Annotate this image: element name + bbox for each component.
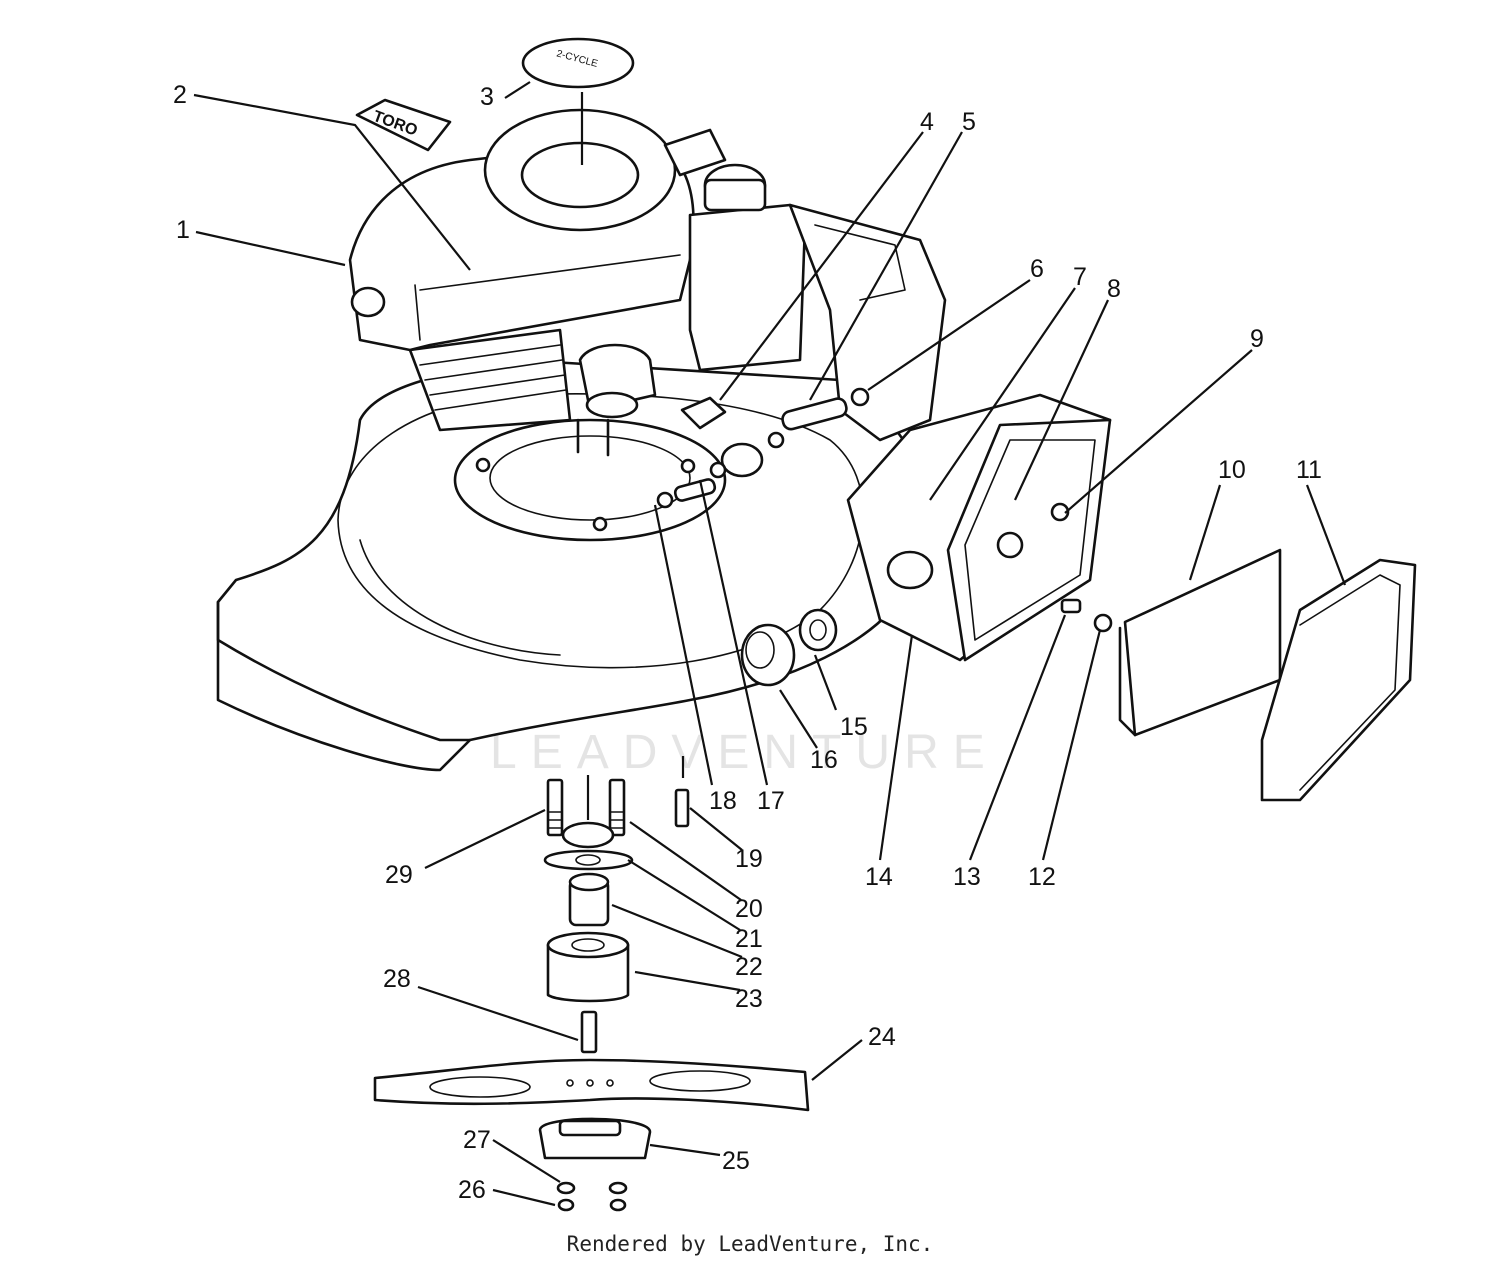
air-cleaner-cover — [1260, 558, 1417, 802]
part-label-21: 21 — [735, 925, 763, 953]
part-label-3: 3 — [480, 83, 494, 111]
intake-parts — [656, 387, 1113, 633]
part-label-4: 4 — [920, 108, 934, 136]
part-label-10: 10 — [1218, 456, 1246, 484]
part-label-23: 23 — [735, 985, 763, 1013]
watermark: LEADVENTURE — [490, 726, 999, 779]
part-label-17: 17 — [757, 787, 785, 815]
air-cleaner-housing — [846, 393, 1112, 662]
part-label-6: 6 — [1030, 255, 1044, 283]
part-label-11: 11 — [1296, 456, 1322, 484]
engine-mount-plate — [453, 418, 727, 542]
part-label-20: 20 — [735, 895, 763, 923]
part-label-18: 18 — [709, 787, 737, 815]
part-label-22: 22 — [735, 953, 763, 981]
engine-type-decal: 2-CYCLE — [521, 37, 635, 89]
part-label-2: 2 — [173, 81, 187, 109]
part-labels: 1 2 3 4 5 6 7 8 9 10 11 12 13 14 15 16 1… — [173, 81, 1322, 1204]
air-filter-element — [1118, 548, 1282, 737]
part-label-16: 16 — [810, 746, 838, 774]
part-label-24: 24 — [868, 1023, 896, 1051]
discharge-chute — [788, 203, 947, 442]
part-label-5: 5 — [962, 108, 976, 136]
part-label-8: 8 — [1107, 275, 1121, 303]
part-label-28: 28 — [383, 965, 411, 993]
filter-gasket-parts — [740, 608, 838, 687]
part-label-19: 19 — [735, 845, 763, 873]
brand-decal: TORO — [355, 98, 452, 152]
part-label-29: 29 — [385, 861, 413, 889]
part-label-12: 12 — [1028, 863, 1056, 891]
engine-assembly — [348, 108, 807, 457]
part-label-1: 1 — [176, 216, 190, 244]
part-label-15: 15 — [840, 713, 868, 741]
part-label-26: 26 — [458, 1176, 486, 1204]
part-label-7: 7 — [1073, 263, 1087, 291]
part-label-25: 25 — [722, 1147, 750, 1175]
blade-adapter-stack — [373, 778, 810, 1212]
part-label-13: 13 — [953, 863, 981, 891]
footer-credit: Rendered by LeadVenture, Inc. — [566, 1232, 934, 1256]
part-label-9: 9 — [1250, 325, 1264, 353]
part-label-27: 27 — [463, 1126, 491, 1154]
leader-lines — [193, 81, 1347, 1207]
part-label-14: 14 — [865, 863, 893, 891]
